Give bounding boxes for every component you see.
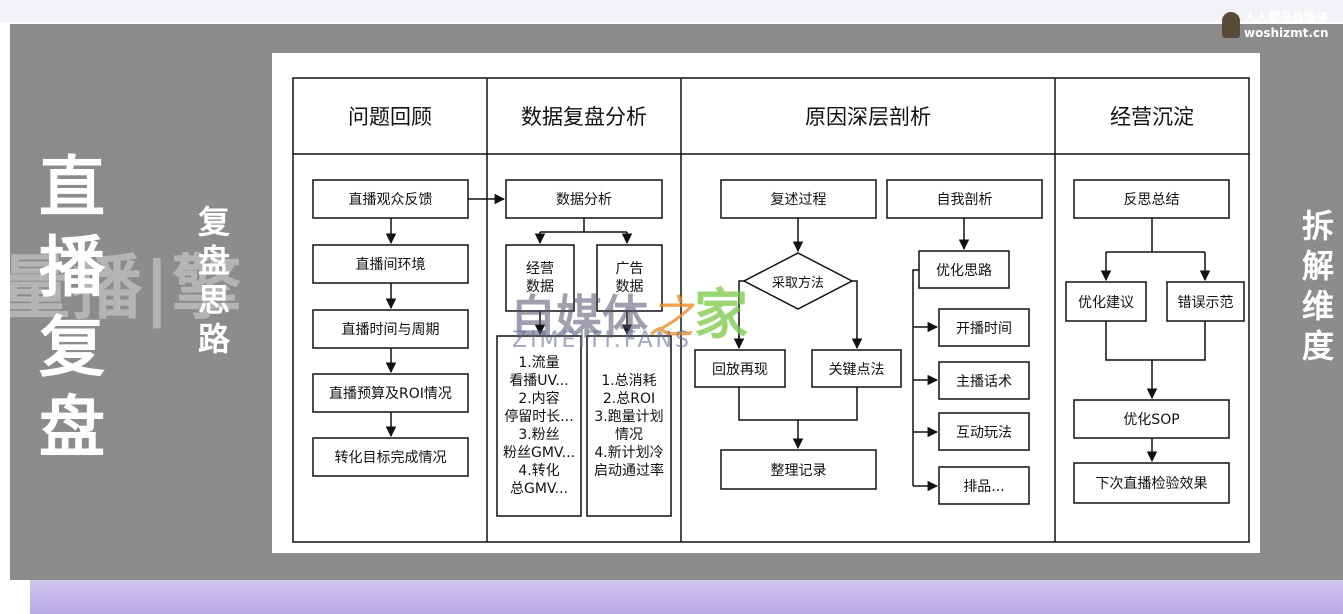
item-start-time: 开播时间 bbox=[940, 310, 1028, 345]
detail-line: 4.转化 bbox=[518, 463, 560, 479]
decision-diamond bbox=[742, 252, 854, 310]
ghost-text: 量播|擎 bbox=[0, 247, 244, 329]
box-text: 经营 bbox=[526, 261, 554, 277]
item-product-order: 排品... bbox=[940, 468, 1028, 503]
reflect-box: 反思总结 bbox=[1075, 181, 1228, 217]
sub-title-char: 复 bbox=[197, 203, 230, 241]
item-interaction: 互动玩法 bbox=[940, 414, 1028, 449]
box-outline bbox=[694, 349, 786, 388]
center-watermark: 自媒体之家 ZIMEITI.FANS bbox=[510, 270, 748, 353]
method-decision-label: 采取方法 bbox=[771, 275, 824, 291]
mistake-box: 错误示范 bbox=[1168, 283, 1243, 320]
box-outline bbox=[496, 335, 582, 517]
box-outline bbox=[938, 308, 1030, 347]
column-header: 经营沉淀 bbox=[1110, 105, 1194, 129]
self-analysis-box: 自我剖析 bbox=[888, 181, 1041, 217]
right-title: 拆 解 维 度 bbox=[1296, 206, 1340, 366]
flow-branch bbox=[738, 280, 744, 346]
column-header: 数据复盘分析 bbox=[521, 105, 647, 129]
box-text: 数据 bbox=[615, 279, 644, 295]
box-text: 数据 bbox=[526, 279, 554, 295]
column-header: 问题回顾 bbox=[348, 105, 432, 129]
watermark-line: 人人都是自媒体 bbox=[1244, 10, 1329, 24]
box-outline bbox=[938, 412, 1030, 451]
detail-line: 3.粉丝 bbox=[518, 427, 560, 443]
sub-title: 复 盘 思 路 bbox=[194, 203, 234, 359]
review-process-box: 复述过程 bbox=[722, 181, 875, 217]
main-title-char: 盘 bbox=[39, 389, 105, 466]
key-points-box: 关键点法 bbox=[813, 351, 900, 386]
right-title-char: 解 bbox=[1301, 247, 1334, 285]
data-analysis-box: 数据分析 bbox=[507, 181, 661, 217]
box-outline bbox=[586, 335, 672, 517]
box-outline bbox=[938, 466, 1030, 505]
detail-line: 2.内容 bbox=[518, 391, 560, 407]
detail-line: 3.跑量计划 bbox=[594, 409, 664, 425]
replay-box: 回放再现 bbox=[696, 351, 784, 386]
detail-line: 4.新计划冷 bbox=[594, 445, 664, 461]
detail-line: 看播UV... bbox=[509, 373, 569, 389]
watermark-line: woshizmt.cn bbox=[1244, 26, 1329, 40]
step-budget-roi: 直播预算及ROI情况 bbox=[314, 375, 467, 411]
step-room-environment: 直播间环境 bbox=[314, 246, 467, 282]
flow-branch bbox=[1106, 218, 1205, 253]
ad-data-box: 广告 数据 bbox=[598, 260, 661, 296]
detail-line: 停留时长... bbox=[504, 409, 574, 425]
top-band bbox=[0, 0, 1343, 22]
flow-merge bbox=[1105, 321, 1206, 361]
right-title-char: 维 bbox=[1301, 287, 1334, 325]
flow-branch bbox=[852, 280, 858, 336]
record-box: 整理记录 bbox=[722, 451, 875, 488]
detail-line: 粉丝GMV... bbox=[502, 445, 576, 461]
sub-title-char: 思 bbox=[197, 281, 230, 319]
right-title-char: 度 bbox=[1301, 327, 1334, 365]
optimize-idea-box: 优化思路 bbox=[920, 252, 1008, 287]
main-title-char: 复 bbox=[39, 309, 105, 386]
flow-merge bbox=[738, 387, 858, 421]
detail-line: 总GMV... bbox=[509, 481, 569, 497]
detail-line: 启动通过率 bbox=[594, 463, 664, 479]
watermark-logo-icon bbox=[1222, 12, 1240, 38]
flow-branch bbox=[540, 218, 627, 233]
sop-box: 优化SOP bbox=[1075, 401, 1228, 437]
ad-data-detail: 1.总消耗 2.总ROI 3.跑量计划 情况 4.新计划冷 启动通过率 bbox=[588, 372, 670, 480]
box-outline bbox=[596, 244, 663, 312]
detail-line: 1.流量 bbox=[518, 355, 560, 371]
box-text: 广告 bbox=[615, 261, 644, 277]
table-outline bbox=[292, 77, 1250, 543]
step-conversion-goal: 转化目标完成情况 bbox=[314, 439, 467, 475]
item-anchor-script: 主播话术 bbox=[940, 363, 1028, 398]
suggestion-box: 优化建议 bbox=[1067, 283, 1145, 320]
operating-data-detail: 1.流量 看播UV... 2.内容 停留时长... 3.粉丝 粉丝GMV... … bbox=[498, 354, 580, 498]
right-title-char: 拆 bbox=[1301, 207, 1334, 245]
box-outline bbox=[1073, 462, 1230, 504]
detail-line: 情况 bbox=[615, 427, 643, 443]
box-outline bbox=[312, 437, 469, 477]
column-header: 原因深层剖析 bbox=[805, 105, 931, 129]
sub-title-char: 路 bbox=[197, 320, 230, 358]
box-outline bbox=[938, 361, 1030, 400]
sub-title-char: 盘 bbox=[197, 242, 230, 280]
main-title: 直 播 复 盘 bbox=[32, 148, 112, 468]
box-outline bbox=[720, 449, 877, 490]
watermark-word: 之 bbox=[648, 290, 694, 344]
watermark-word: 家 bbox=[694, 283, 748, 346]
watermark-latin: ZIMEITI.FANS bbox=[512, 328, 692, 353]
detail-line: 1.总消耗 bbox=[601, 373, 657, 389]
main-title-char: 播 bbox=[39, 229, 105, 306]
detail-line: 2.总ROI bbox=[602, 391, 656, 407]
watermark-word: 自媒体 bbox=[510, 290, 648, 344]
flow-branch bbox=[912, 269, 919, 486]
step-audience-feedback: 直播观众反馈 bbox=[314, 181, 467, 217]
step-time-cycle: 直播时间与周期 bbox=[314, 311, 467, 347]
next-check-box: 下次直播检验效果 bbox=[1075, 464, 1228, 502]
main-title-char: 直 bbox=[39, 149, 105, 226]
operating-data-box: 经营 数据 bbox=[507, 260, 573, 296]
